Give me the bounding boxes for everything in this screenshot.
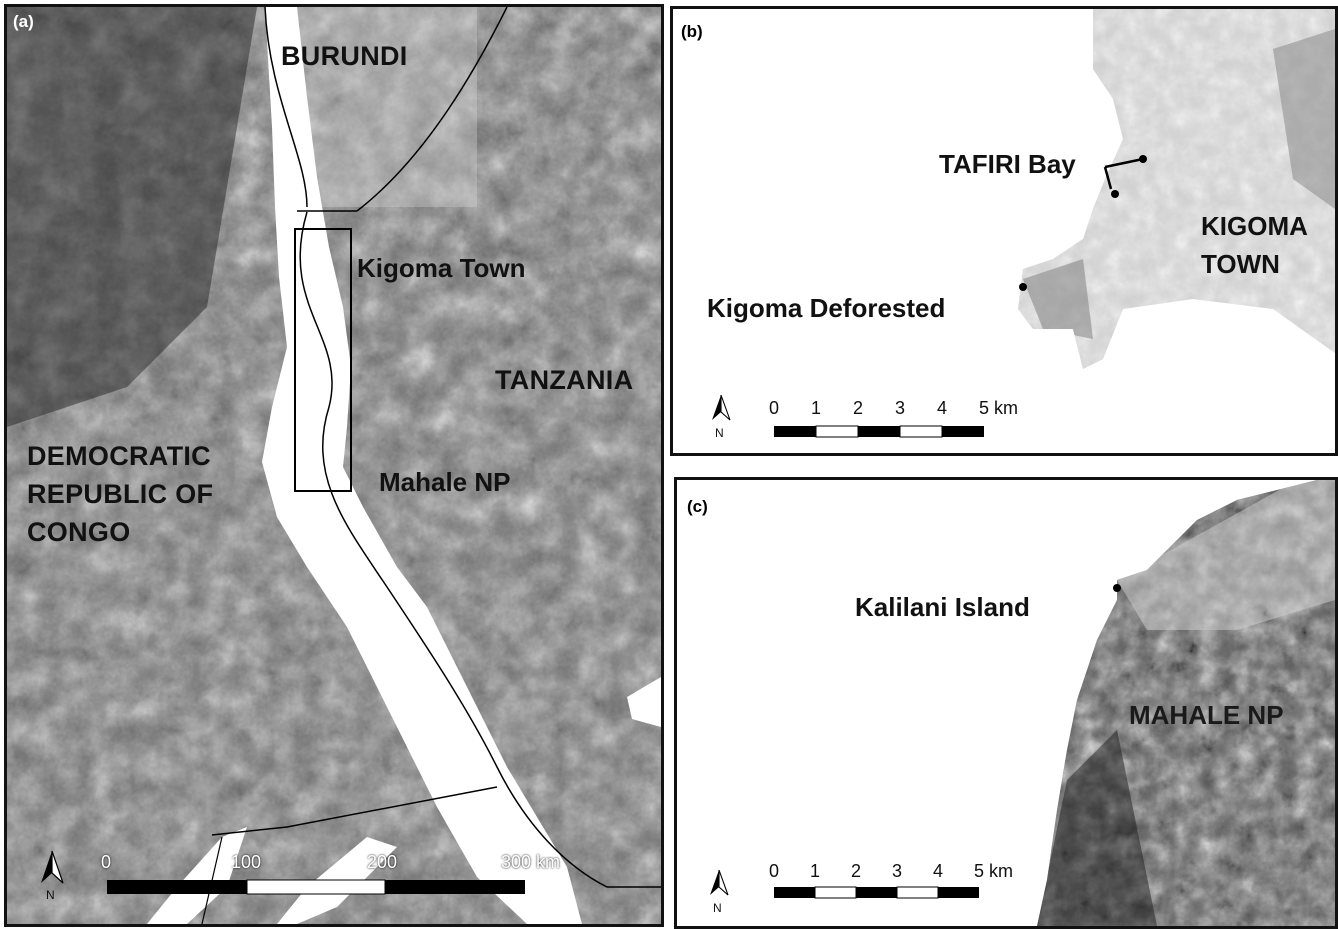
label-drc-line-2: REPUBLIC OF bbox=[27, 479, 214, 509]
scale-tick-label: 4 bbox=[933, 861, 944, 881]
label-burundi: BURUNDI bbox=[281, 41, 408, 71]
label-tanzania: TANZANIA bbox=[495, 365, 634, 395]
scale-tick-label: 2 bbox=[853, 398, 864, 418]
site-marker-kigoma-deforested bbox=[1019, 283, 1027, 291]
label-tafiri-bay: TAFIRI Bay bbox=[939, 149, 1076, 179]
north-arrow-icon bbox=[41, 850, 64, 884]
site-marker-tafiri-south bbox=[1111, 190, 1119, 198]
north-label: N bbox=[46, 888, 55, 902]
north-arrow-icon bbox=[710, 869, 729, 896]
satellite-map-kigoma bbox=[673, 9, 1335, 453]
panel-label-c: (c) bbox=[687, 497, 708, 516]
label-drc-line-3: CONGO bbox=[27, 517, 131, 547]
scale-tick-label: 2 bbox=[851, 861, 862, 881]
label-mahale-np: Mahale NP bbox=[379, 467, 511, 497]
site-marker-tafiri-north bbox=[1139, 155, 1147, 163]
satellite-map-lake-tanganyika bbox=[7, 7, 661, 924]
north-arrow-icon bbox=[712, 394, 731, 421]
study-area-box bbox=[294, 228, 352, 492]
panel-label-b: (b) bbox=[681, 22, 703, 41]
scale-bar bbox=[774, 886, 979, 899]
label-mahale-np: MAHALE NP bbox=[1129, 700, 1284, 730]
label-kigoma-town-line-2: TOWN bbox=[1201, 249, 1280, 279]
scale-tick-label: 1 bbox=[811, 398, 822, 418]
map-panel-b: (b) TAFIRI Bay KIGOMA TOWN Kigoma Defore… bbox=[670, 6, 1338, 456]
label-kigoma-town: Kigoma Town bbox=[357, 253, 526, 283]
map-panel-c: (c) Kalilani Island MAHALE NP N 0 1 2 3 … bbox=[674, 477, 1338, 929]
north-label: N bbox=[715, 426, 724, 440]
scale-bar bbox=[107, 879, 525, 895]
scale-tick-label: 300 km bbox=[501, 852, 561, 872]
scale-tick-label: 0 bbox=[769, 398, 780, 418]
scale-tick-label: 100 bbox=[231, 852, 262, 872]
scale-tick-label: 3 bbox=[895, 398, 906, 418]
scale-tick-label: 5 km bbox=[974, 861, 1014, 881]
north-label: N bbox=[713, 901, 722, 915]
label-drc-line-1: DEMOCRATIC bbox=[27, 441, 211, 471]
label-kigoma-deforested: Kigoma Deforested bbox=[707, 293, 946, 323]
scale-tick-label: 3 bbox=[892, 861, 903, 881]
label-kigoma-town-line-1: KIGOMA bbox=[1201, 211, 1308, 241]
site-marker-kalilani-island bbox=[1113, 584, 1121, 592]
panel-label-a: (a) bbox=[13, 12, 34, 31]
satellite-map-mahale bbox=[677, 480, 1335, 926]
lake-tanganyika bbox=[262, 7, 582, 924]
map-panel-a: (a) BURUNDI Kigoma Town TANZANIA DEMOCRA… bbox=[4, 4, 664, 927]
label-kalilani-island: Kalilani Island bbox=[855, 592, 1030, 622]
scale-tick-label: 4 bbox=[937, 398, 948, 418]
scale-tick-label: 1 bbox=[810, 861, 821, 881]
scale-tick-label: 0 bbox=[101, 852, 112, 872]
scale-bar bbox=[774, 425, 984, 438]
scale-tick-label: 5 km bbox=[979, 398, 1019, 418]
scale-tick-label: 0 bbox=[769, 861, 780, 881]
scale-tick-label: 200 bbox=[367, 852, 398, 872]
